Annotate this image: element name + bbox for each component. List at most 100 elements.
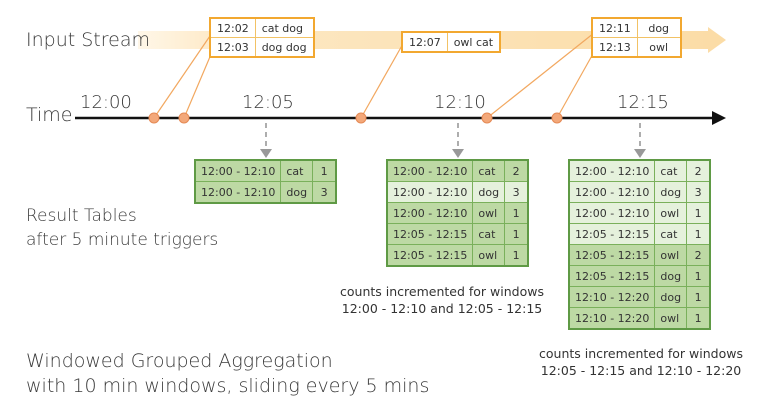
word-cell: owl [654, 244, 688, 266]
word-cell: dog [280, 181, 314, 204]
word-cell: dog [654, 181, 688, 203]
count-cell: 1 [312, 159, 337, 182]
count-cell: 3 [504, 181, 529, 203]
time-tick-1205: 12:05 [242, 92, 294, 113]
window-cell: 12:05 - 12:15 [386, 244, 474, 267]
count-cell: 2 [504, 159, 529, 182]
window-cell: 12:00 - 12:10 [568, 181, 656, 203]
window-cell: 12:05 - 12:15 [386, 223, 474, 245]
trigger-arrow-1210 [452, 149, 464, 158]
window-cell: 12:05 - 12:15 [568, 223, 656, 245]
event-words: cat dog [254, 17, 315, 38]
connector-1202 [153, 32, 213, 119]
window-cell: 12:10 - 12:20 [568, 307, 656, 330]
connector-1211 [486, 32, 595, 119]
event-row: 12:13 owl [591, 37, 682, 58]
window-cell: 12:00 - 12:10 [194, 181, 282, 204]
event-time: 12:13 [591, 37, 638, 58]
event-time: 12:11 [591, 17, 638, 38]
word-cell: cat [472, 223, 506, 245]
window-cell: 12:00 - 12:10 [386, 159, 474, 182]
event-row: 12:07 owl cat [401, 31, 501, 53]
word-cell: dog [654, 265, 688, 287]
event-time: 12:02 [209, 17, 256, 38]
window-cell: 12:00 - 12:10 [194, 159, 282, 182]
count-cell: 1 [686, 202, 711, 224]
timeline-arrow-head [712, 111, 726, 125]
connector-1207 [360, 41, 405, 119]
count-cell: 2 [686, 244, 711, 266]
event-row: 12:03 dog dog [209, 37, 315, 58]
trigger-arrow-1215 [634, 149, 646, 158]
window-cell: 12:00 - 12:10 [386, 202, 474, 224]
event-words: owl cat [446, 31, 501, 53]
count-cell: 1 [686, 223, 711, 245]
count-cell: 1 [686, 307, 711, 330]
note-line: 12:05 - 12:15 and 12:10 - 12:20 [540, 363, 742, 378]
event-box-1207: 12:07 owl cat [401, 31, 502, 53]
window-cell: 12:00 - 12:10 [568, 202, 656, 224]
count-cell: 1 [686, 286, 711, 308]
count-cell: 3 [312, 181, 337, 204]
window-cell: 12:00 - 12:10 [568, 159, 656, 182]
word-cell: cat [472, 159, 506, 182]
event-dot-1213 [551, 112, 563, 124]
event-box-1202-1203: 12:02 cat dog 12:03 dog dog [209, 17, 315, 58]
word-cell: owl [472, 244, 506, 267]
word-cell: cat [654, 159, 688, 182]
connector-1203 [183, 51, 213, 119]
event-time: 12:03 [209, 37, 256, 58]
caption-subtitle: with 10 min windows, sliding every 5 min… [26, 375, 430, 397]
event-dot-1211 [481, 112, 493, 124]
time-tick-1215: 12:15 [617, 92, 669, 113]
word-cell: cat [280, 159, 314, 182]
word-cell: dog [472, 181, 506, 203]
note-1215: counts incremented for windows 12:05 - 1… [530, 345, 752, 379]
note-line: counts incremented for windows [340, 284, 544, 299]
note-line: counts incremented for windows [539, 346, 743, 361]
window-cell: 12:05 - 12:15 [568, 244, 656, 266]
count-cell: 2 [686, 159, 711, 182]
trigger-arrow-1205 [260, 149, 272, 158]
event-dot-1202 [148, 112, 160, 124]
window-cell: 12:05 - 12:15 [568, 265, 656, 287]
word-cell: owl [654, 202, 688, 224]
time-tick-1200: 12:00 [80, 92, 132, 113]
caption-title: Windowed Grouped Aggregation [26, 350, 333, 372]
result-tables-label: Result Tables [26, 206, 137, 226]
count-cell: 1 [504, 244, 529, 267]
event-words: dog dog [254, 37, 315, 58]
event-words: dog [636, 17, 682, 38]
event-box-1211-1213: 12:11 dog 12:13 owl [591, 17, 682, 58]
time-label: Time [26, 104, 73, 126]
window-cell: 12:00 - 12:10 [386, 181, 474, 203]
time-tick-1210: 12:10 [434, 92, 486, 113]
count-cell: 1 [504, 202, 529, 224]
note-1210: counts incremented for windows 12:00 - 1… [336, 283, 548, 317]
word-cell: owl [472, 202, 506, 224]
event-words: owl [636, 37, 682, 58]
event-dot-1207 [355, 112, 367, 124]
input-stream-label: Input Stream [26, 29, 150, 51]
count-cell: 1 [686, 265, 711, 287]
result-tables-sublabel: after 5 minute triggers [26, 230, 219, 250]
connector-1213 [556, 51, 595, 119]
event-row: 12:02 cat dog [209, 17, 315, 38]
word-cell: cat [654, 223, 688, 245]
